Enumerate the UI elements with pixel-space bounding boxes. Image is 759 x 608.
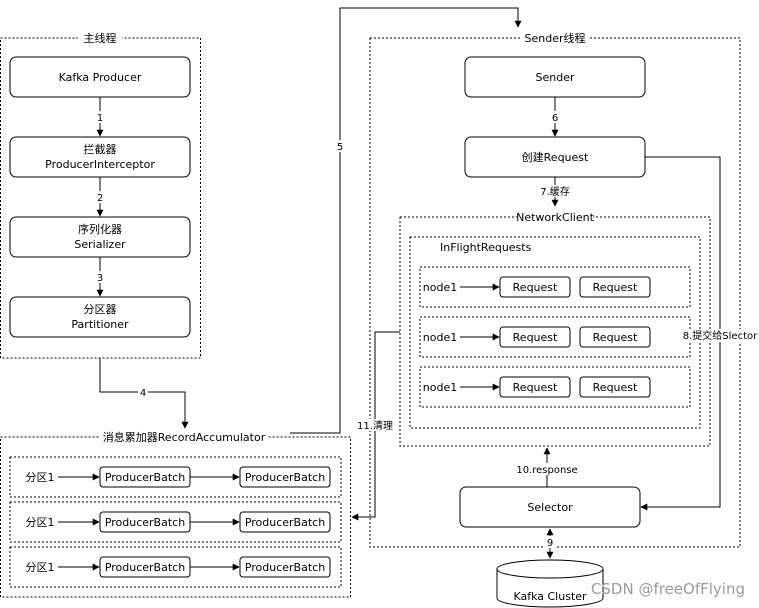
main-thread-title-bg [78,31,122,45]
interceptor-label-cn: 拦截器 [84,142,117,156]
partitioner-label-cn: 分区器 [84,303,117,316]
partitioner-box [9,296,191,338]
sender-thread-group: Sender线程 Sender 6 创建Request 7.缓存 Network… [369,31,741,548]
edge-7-label: 7.缓存 [540,185,570,198]
producer-batch-label: ProducerBatch [245,561,325,574]
request-box [499,326,571,348]
edge-6-label: 6 [552,113,558,124]
partitioner-label-en: Partitioner [71,318,129,331]
request-label: Request [593,331,638,344]
request-box [499,376,571,398]
accumulator-row [9,456,342,498]
request-label: Request [513,281,558,294]
producer-batch-box [239,556,331,578]
serializer-label-en: Serializer [74,238,126,251]
edge-11-label: 11.清理 [357,419,393,432]
node-label: node1 [423,281,457,294]
producer-batch-label: ProducerBatch [245,471,325,484]
accumulator-title: 消息累加器RecordAccumulator [103,430,266,444]
request-box [579,376,651,398]
inflight-requests-title: InFlightRequests [440,241,532,254]
create-request-label: 创建Request [522,150,589,164]
request-box [579,276,651,298]
edge-5-label: 5 [337,142,343,153]
node-label: node1 [423,331,457,344]
request-box [499,276,571,298]
node-row [419,266,691,308]
partition-label: 分区1 [26,561,55,574]
edge-8-label: 8.提交给Slector [683,329,758,342]
producer-batch-label: ProducerBatch [105,561,185,574]
serializer-label-cn: 序列化器 [78,222,122,236]
edge-1-label: 1 [97,113,103,124]
accumulator-row [9,546,342,588]
edge-3-label: 3 [97,273,103,284]
sender-thread-title: Sender线程 [525,31,586,45]
network-client-title: NetworkClient [516,211,594,224]
interceptor-label-en: ProducerInterceptor [45,158,155,171]
kafka-cluster-label: Kafka Cluster [513,590,587,603]
edge-2-label: 2 [97,193,103,204]
kafka-producer-label: Kafka Producer [59,71,142,84]
producer-batch-box [239,511,331,533]
accumulator-group: 消息累加器RecordAccumulator 分区1 ProducerBatch… [0,430,351,598]
selector-box [459,486,641,528]
edge-5 [290,7,522,434]
node-label: node1 [423,381,457,394]
partition-label: 分区1 [26,516,55,529]
kafka-cluster-cylinder: Kafka Cluster [496,559,604,608]
request-label: Request [513,381,558,394]
main-thread-group: 主线程 Kafka Producer 拦截器 ProducerIntercept… [0,31,201,359]
partition-label: 分区1 [26,471,55,484]
edge-9-label: 9 [547,538,553,549]
main-thread-title: 主线程 [84,31,117,45]
request-label: Request [593,381,638,394]
accumulator-row [9,501,342,543]
producer-batch-label: ProducerBatch [245,516,325,529]
request-box [579,326,651,348]
node-row [419,366,691,408]
request-label: Request [513,331,558,344]
watermark: CSDN @freeOfFlying [591,580,745,598]
accumulator-frame [0,436,351,598]
selector-label: Selector [527,501,573,514]
edge-4-label: 4 [140,388,146,399]
producer-batch-label: ProducerBatch [105,471,185,484]
request-label: Request [593,281,638,294]
producer-batch-label: ProducerBatch [105,516,185,529]
edge-10-label: 10.response [516,465,577,476]
producer-batch-box [239,466,331,488]
sender-label: Sender [536,71,575,84]
